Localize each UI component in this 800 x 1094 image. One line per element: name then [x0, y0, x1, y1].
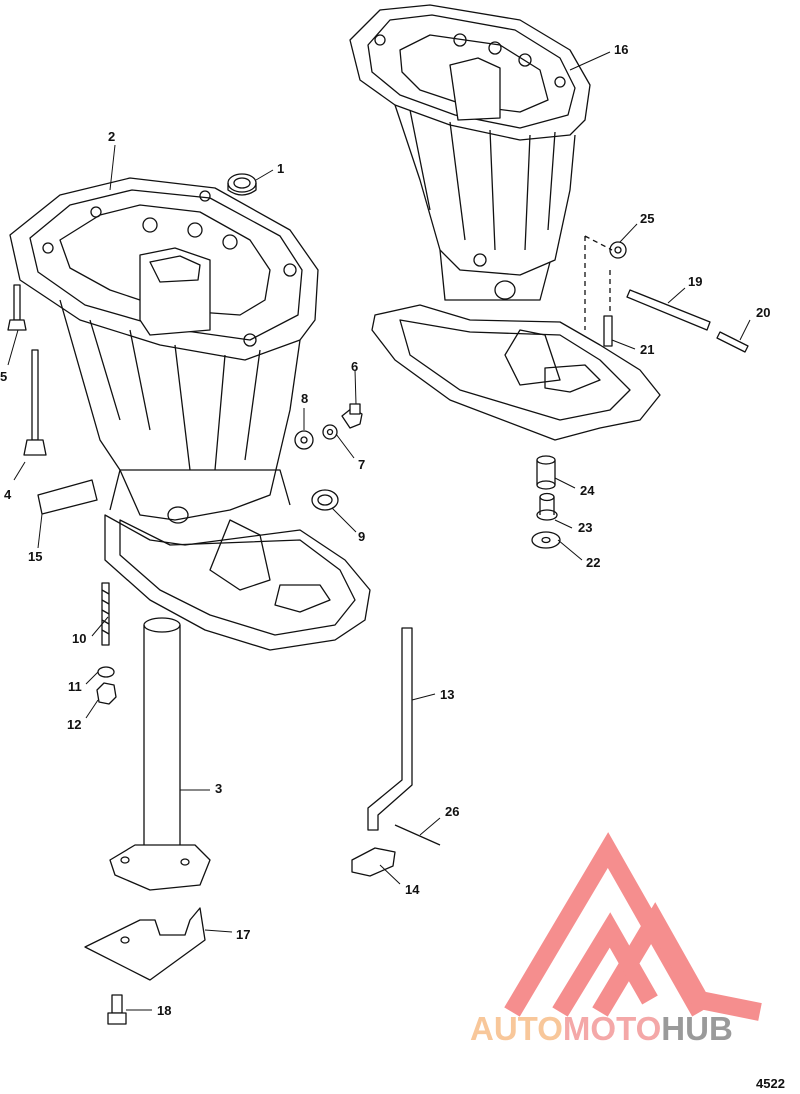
part-25-washer [609, 241, 627, 259]
callout-3: 3 [215, 781, 223, 796]
part-15-pad [37, 479, 98, 515]
part-5-bolt [7, 284, 27, 331]
callout-15: 15 [28, 549, 43, 564]
callout-2: 2 [108, 129, 116, 144]
part-24-bushing [536, 455, 556, 490]
part-21-fitting [603, 315, 613, 347]
part-11-washer [97, 666, 115, 678]
part-19-rod [626, 289, 711, 331]
part-9-grommet [311, 489, 339, 511]
watermark-logo-text: AUTOMOTOHUB [470, 1010, 800, 1050]
callout-14: 14 [405, 882, 420, 897]
callout-7: 7 [358, 457, 366, 472]
part-14-coupler [351, 847, 396, 877]
callout-10: 10 [72, 631, 87, 646]
part-23-bushing [536, 492, 558, 521]
callout-12: 12 [67, 717, 82, 732]
callout-17: 17 [236, 927, 251, 942]
callout-18: 18 [157, 1003, 172, 1018]
callout-9: 9 [358, 529, 366, 544]
figure-number: 4522 [756, 1076, 785, 1091]
callout-4: 4 [4, 487, 12, 502]
part-4-bolt [23, 349, 47, 456]
driveshaft-housing-left [9, 177, 371, 651]
part-13-shift-rod [367, 627, 413, 831]
part-6-fitting [341, 403, 363, 429]
callout-24: 24 [580, 483, 595, 498]
part-8-washer [294, 430, 314, 450]
part-18-bolt [107, 994, 127, 1025]
callout-11: 11 [68, 679, 82, 694]
part-1-seal [227, 173, 257, 196]
callout-25: 25 [640, 211, 655, 226]
part-22-washer [531, 531, 561, 549]
callout-22: 22 [586, 555, 601, 570]
callout-23: 23 [578, 520, 593, 535]
callout-5: 5 [0, 369, 8, 384]
callout-19: 19 [688, 274, 703, 289]
part-3-tube [109, 617, 211, 891]
watermark-part-auto: AUTO [470, 1010, 563, 1047]
callout-8: 8 [301, 391, 309, 406]
callout-6: 6 [351, 359, 359, 374]
part-12-nut [96, 682, 117, 705]
callout-13: 13 [440, 687, 455, 702]
part-20-bolt [716, 331, 749, 353]
callout-20: 20 [756, 305, 771, 320]
callout-21: 21 [640, 342, 655, 357]
callout-16: 16 [614, 42, 629, 57]
watermark-part-hub: HUB [661, 1010, 733, 1047]
part-26-pin [394, 824, 441, 846]
watermark-logo-graphic [504, 832, 762, 1021]
leader-lines [7, 51, 751, 1011]
callout-26: 26 [445, 804, 460, 819]
part-7-washer [322, 424, 338, 440]
part-17-plate [84, 907, 206, 981]
driveshaft-housing-right [349, 4, 661, 441]
callout-1: 1 [277, 161, 285, 176]
watermark-part-moto: MOTO [562, 1010, 662, 1047]
